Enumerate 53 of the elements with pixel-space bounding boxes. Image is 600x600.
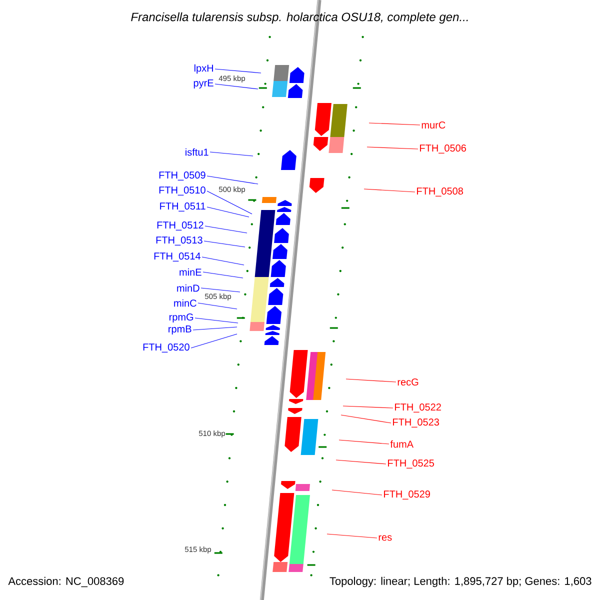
gene-label: lpxH <box>194 64 213 74</box>
gene-label: minC <box>174 299 196 307</box>
leader-line <box>342 406 394 408</box>
leader-line <box>346 378 396 382</box>
leader-line <box>214 84 258 90</box>
leader-line <box>200 288 240 292</box>
accession-text: Accession: NC_008369 <box>7 576 126 588</box>
leader-line <box>192 326 238 330</box>
gene-label: rpmB <box>168 326 192 334</box>
gene-label: FTH_0511 <box>160 202 206 212</box>
leader-line <box>204 226 248 234</box>
leader-line <box>364 188 416 192</box>
gene-label: FTH_0529 <box>384 490 430 500</box>
gene-label: recG <box>398 378 418 386</box>
gene-label: isftu1 <box>186 148 208 156</box>
leader-line <box>206 190 252 214</box>
gene-label: minE <box>180 268 202 276</box>
leader-line <box>340 414 392 424</box>
gene-label: minD <box>177 284 200 292</box>
gene-label: FTH_0512 <box>157 222 204 230</box>
gene-label: rpmG <box>169 313 194 323</box>
gene-label: FTH_0508 <box>417 188 463 196</box>
leader-line <box>202 256 244 266</box>
gene-label: FTH_0509 <box>159 172 206 180</box>
leader-line <box>338 440 390 444</box>
gene-label: FTH_0520 <box>143 344 190 352</box>
leader-line <box>366 146 418 150</box>
gene-label: FTH_0513 <box>156 236 202 246</box>
leader-line <box>190 334 238 348</box>
leader-line <box>368 122 420 126</box>
gene-label: FTH_0514 <box>154 252 200 262</box>
summary-text: Topology: linear; Length: 1,895,727 bp; Genes: 1,603 <box>328 576 593 588</box>
leader-line <box>206 176 258 184</box>
leader-line <box>336 460 386 464</box>
leader-line <box>198 302 238 310</box>
gene-label: fumA <box>390 440 414 448</box>
gene-label: FTH_0523 <box>393 418 439 428</box>
leader-line <box>202 272 244 278</box>
gene-label: FTH_0525 <box>388 460 434 468</box>
leader-line <box>332 490 382 496</box>
gene-label: pyrE <box>194 80 214 88</box>
leader-line <box>326 534 378 538</box>
leader-line <box>214 68 262 74</box>
gene-label: FTH_0510 <box>159 186 206 196</box>
leader-line <box>204 240 246 248</box>
title: Francisella tularensis subsp. holarctica OSU18, complete gen... <box>131 12 468 24</box>
gene-label: res <box>378 535 392 541</box>
gene-label: FTH_0522 <box>395 404 441 412</box>
gene-label: murC <box>422 121 446 129</box>
leader-line <box>206 206 250 218</box>
leader-line <box>210 152 254 156</box>
gene-label: FTH_0506 <box>420 144 466 154</box>
leader-line <box>194 318 238 324</box>
